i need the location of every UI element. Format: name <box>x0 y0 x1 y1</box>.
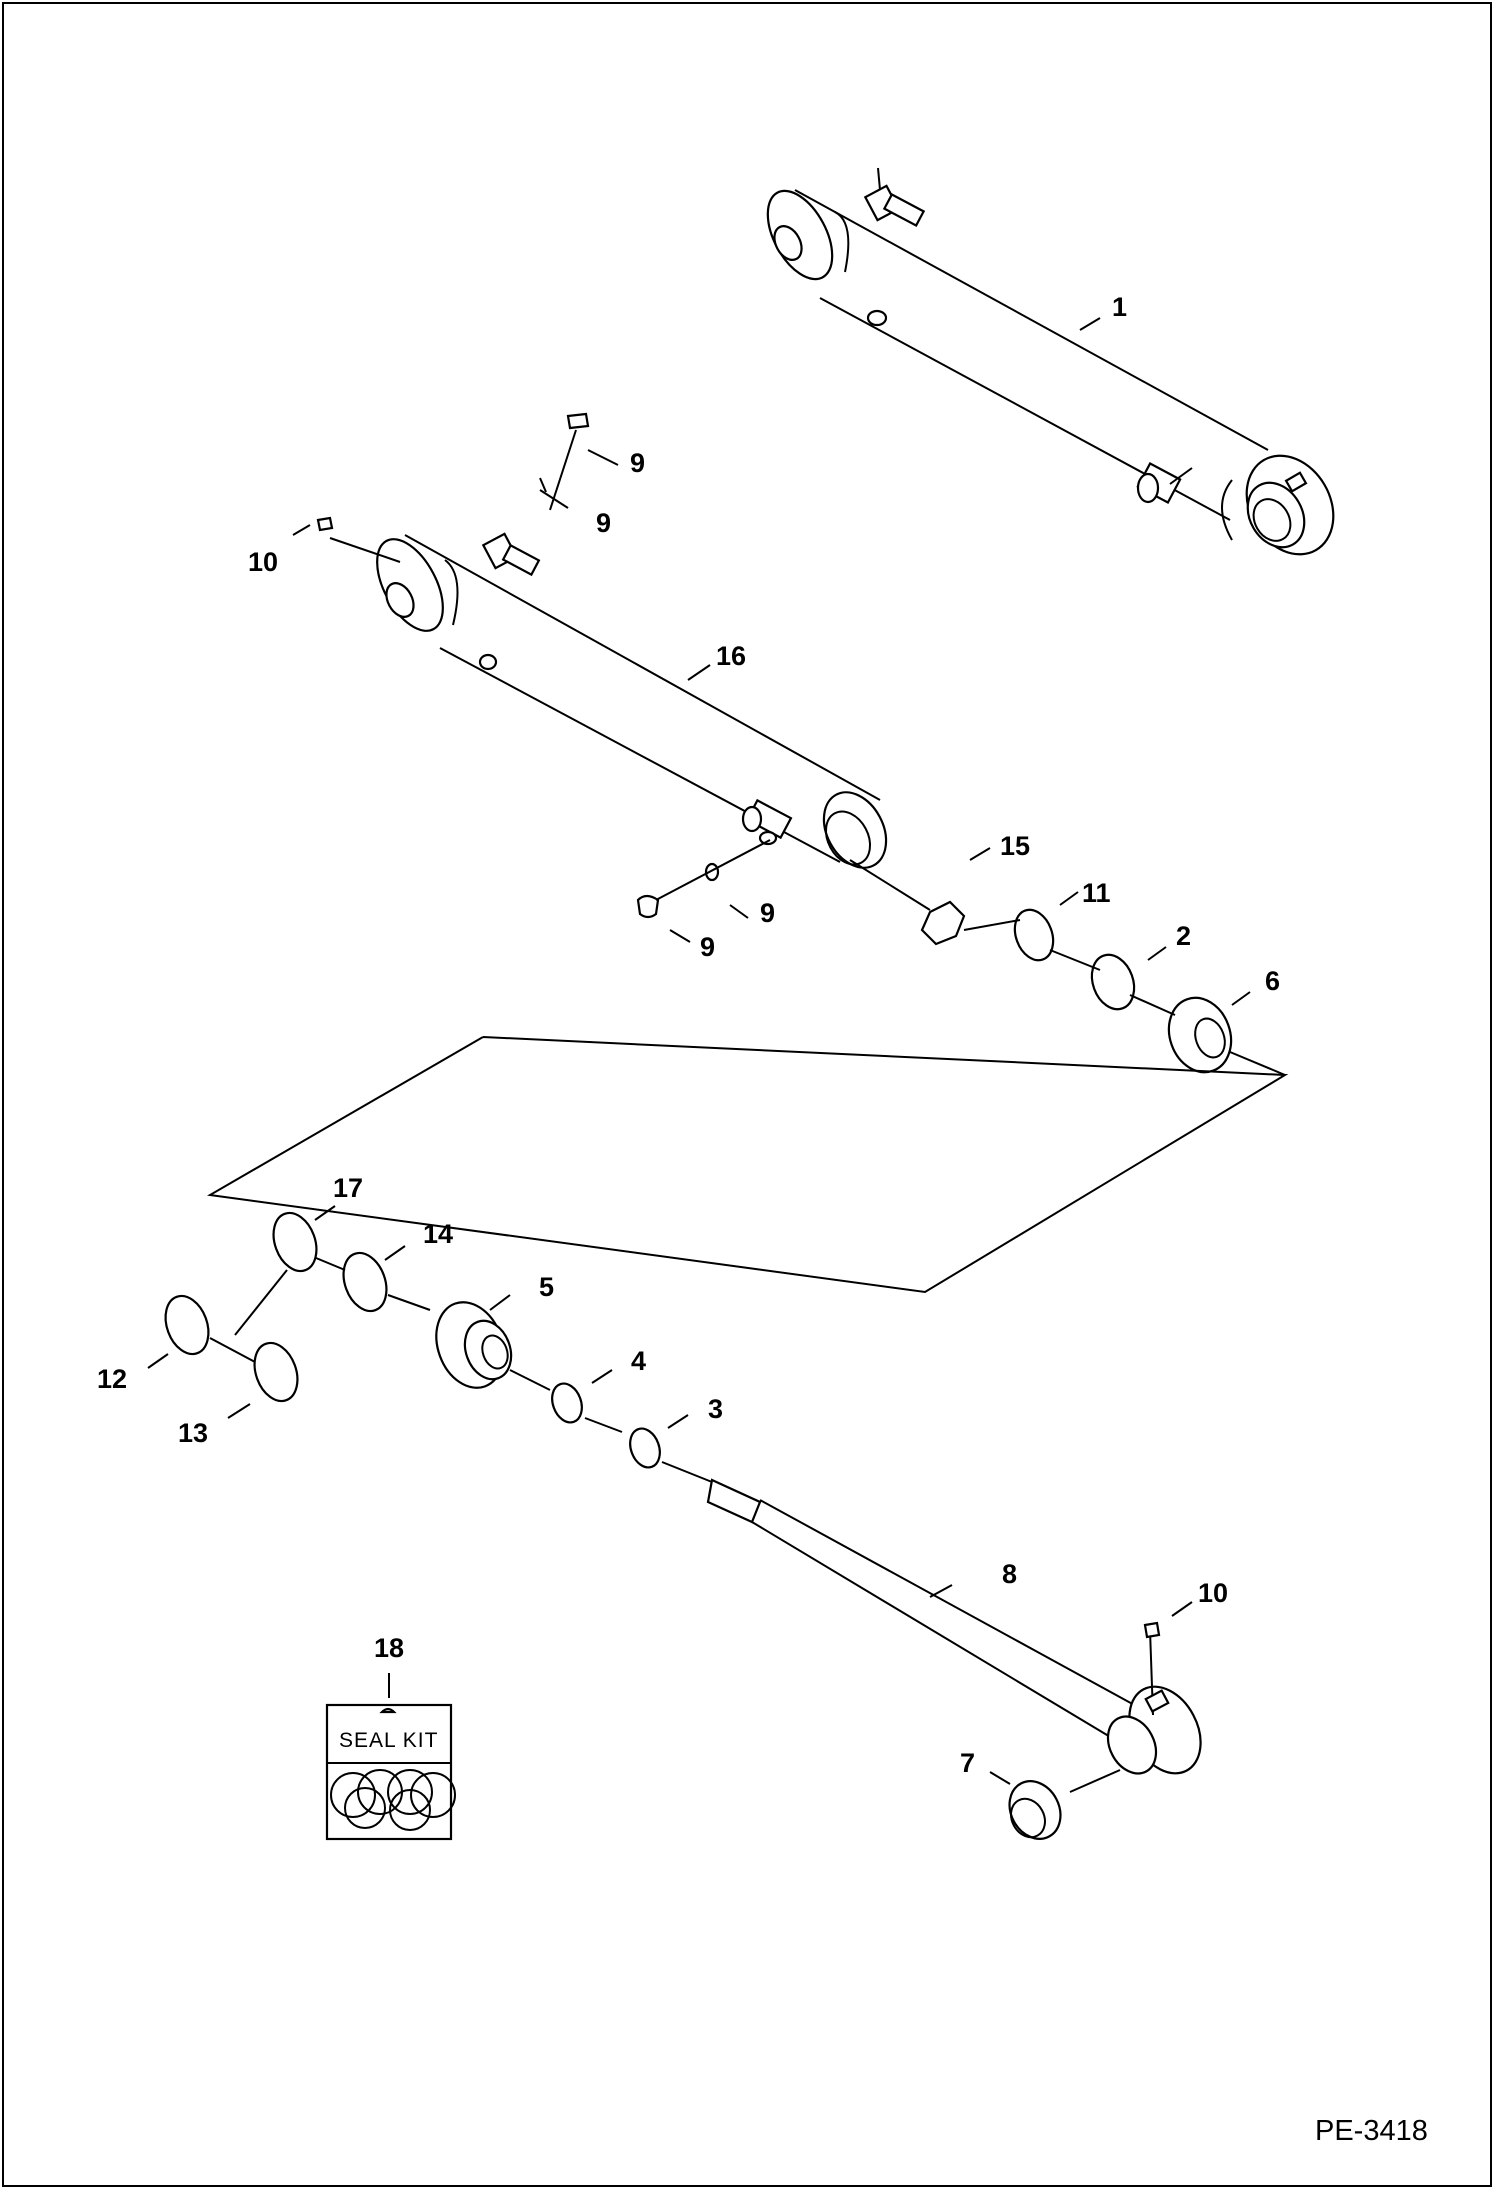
callout-2: 2 <box>1176 921 1191 951</box>
callout-5: 5 <box>539 1272 554 1302</box>
callout-8: 8 <box>1002 1559 1017 1589</box>
callout-16: 16 <box>716 641 746 671</box>
rod-part-8 <box>706 1478 1202 1840</box>
gland-and-seals <box>164 1211 713 1483</box>
callout-9d: 9 <box>700 932 715 962</box>
callout-6: 6 <box>1265 966 1280 996</box>
callout-1: 1 <box>1112 292 1127 322</box>
callout-9a: 9 <box>630 448 645 478</box>
callout-18: 18 <box>374 1633 404 1663</box>
callout-13: 13 <box>178 1418 208 1448</box>
assembly-outline <box>206 1036 1289 1294</box>
callout-15: 15 <box>1000 831 1030 861</box>
callout-9b: 9 <box>596 508 611 538</box>
callouts: 1 9 9 10 16 15 11 2 6 9 9 17 14 5 12 13 … <box>97 292 1428 2147</box>
callout-4: 4 <box>631 1346 646 1376</box>
callout-10a: 10 <box>248 547 278 577</box>
fittings <box>316 412 1286 1076</box>
callout-11: 11 <box>1082 878 1111 908</box>
callout-10b: 10 <box>1198 1578 1228 1608</box>
cylinder-assembly-part-1 <box>766 167 1335 556</box>
leader-lines <box>147 317 1251 1785</box>
callout-3: 3 <box>708 1394 723 1424</box>
callout-7: 7 <box>960 1748 975 1778</box>
barrel-part-16 <box>329 532 888 869</box>
callout-9c: 9 <box>760 898 775 928</box>
callout-17: 17 <box>333 1173 363 1203</box>
figure-id: PE-3418 <box>1315 2115 1428 2147</box>
seal-kit-label: SEAL KIT <box>339 1729 438 1752</box>
callout-14: 14 <box>423 1219 453 1249</box>
callout-12: 12 <box>97 1364 127 1394</box>
seal-kit <box>325 1703 456 1841</box>
